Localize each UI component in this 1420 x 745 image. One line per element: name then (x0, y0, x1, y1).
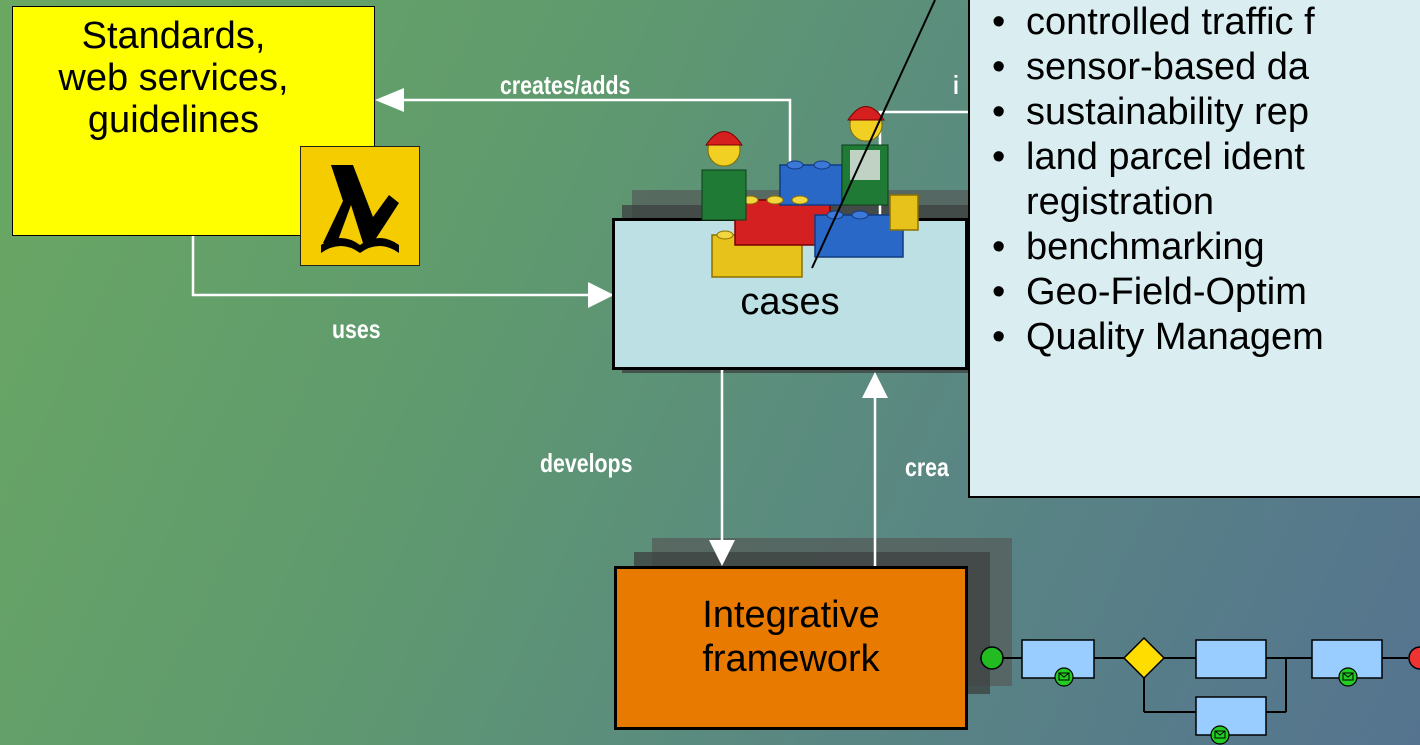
arrow-uses-head (588, 282, 614, 308)
case-item: sustainability rep (990, 90, 1420, 135)
label-uses: uses (332, 314, 381, 344)
case-item: sensor-based da (990, 45, 1420, 90)
standards-line-3: guidelines (87, 99, 260, 141)
arrow-creates-head (862, 372, 888, 398)
start-event (980, 646, 1004, 670)
arrow-creates-adds-head (375, 88, 404, 112)
arrow-uses (191, 236, 600, 297)
label-top-partial: i (953, 70, 959, 100)
label-creates-adds: creates/adds (500, 70, 631, 100)
standards-box: Standards, web services, guidelines (12, 6, 375, 236)
framework-box: Integrative framework (614, 566, 968, 730)
walking-fingers-icon (300, 146, 420, 266)
case-list-callout: controlled traffic f sensor-based da sus… (968, 0, 1420, 498)
standards-line-2: web services, (58, 57, 289, 99)
framework-label: Integrative framework (617, 569, 965, 681)
process-task-3 (1195, 696, 1267, 736)
label-develops: develops (540, 448, 633, 478)
case-item: controlled traffic f (990, 0, 1420, 45)
end-event (1408, 646, 1420, 670)
cases-label: cases (740, 281, 840, 323)
standards-label: Standards, web services, guidelines (13, 7, 374, 141)
case-item: Quality Managem (990, 315, 1420, 360)
case-item: benchmarking (990, 225, 1420, 270)
gateway (1122, 636, 1166, 680)
framework-line-2: framework (702, 638, 880, 680)
process-task-2 (1195, 639, 1267, 679)
label-creates: crea (905, 452, 949, 482)
framework-line-1: Integrative (702, 594, 880, 636)
arrow-develops-head (709, 540, 735, 566)
case-item: Geo-Field-Optim (990, 270, 1420, 315)
case-list: controlled traffic f sensor-based da sus… (990, 0, 1420, 360)
standards-line-1: Standards, (81, 15, 266, 57)
